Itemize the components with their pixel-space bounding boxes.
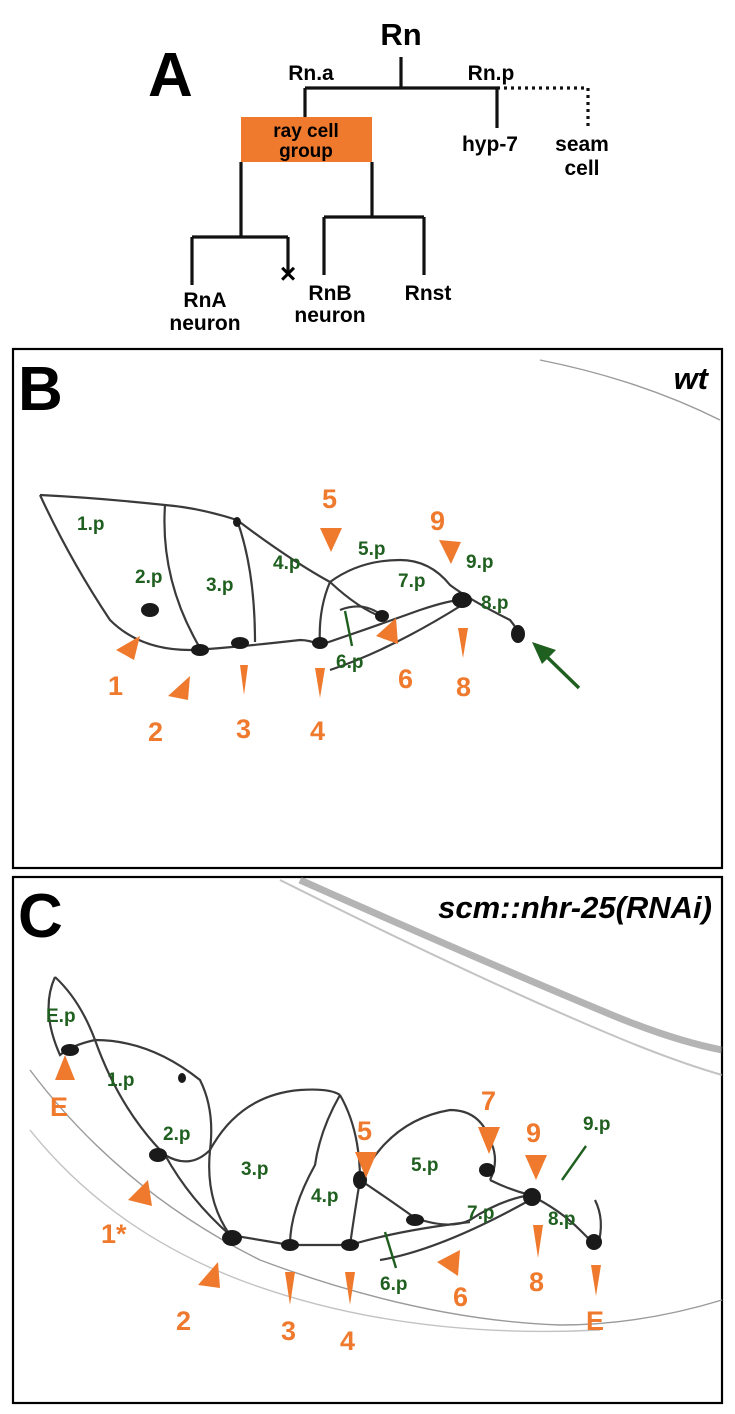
- rna-neuron-line1: RnA: [183, 289, 226, 312]
- cell-9p-pointer: [561, 1145, 587, 1181]
- ray-arrowhead: [478, 1127, 500, 1154]
- ray-label: 2: [148, 717, 163, 747]
- ray-arrowhead: [355, 1152, 377, 1178]
- rnb-neuron-line1: RnB: [308, 282, 351, 305]
- panel-b-green-arrow: [532, 642, 581, 690]
- cell-label: 1.p: [107, 1070, 134, 1091]
- panel-b-ray-labels: 1 2 3 4 5 6 8 9: [108, 484, 471, 747]
- ray-label: 5: [322, 484, 337, 514]
- ray-label: 6: [398, 664, 413, 694]
- ray-label: 4: [340, 1326, 355, 1356]
- cell-label: E.p: [46, 1006, 76, 1027]
- ray-arrowhead: [116, 636, 140, 660]
- lineage-tree-lines: [190, 57, 590, 285]
- ray-cell-group-box: [241, 117, 372, 162]
- ray-arrowhead: [315, 668, 325, 698]
- ray-arrowhead: [320, 528, 342, 552]
- panel-b-arrowheads: [116, 528, 468, 700]
- cell-label: 3.p: [206, 575, 233, 596]
- cell-label: 4.p: [273, 553, 300, 574]
- ray-label: 1*: [101, 1219, 127, 1249]
- ray-arrowhead: [198, 1262, 220, 1288]
- cell-label: 9.p: [583, 1114, 610, 1135]
- rnst-label: Rnst: [405, 282, 452, 305]
- cell-label: 6.p: [336, 652, 363, 673]
- ray-label: 5: [357, 1116, 372, 1146]
- cell-label: 1.p: [77, 514, 104, 535]
- panel-c-letter: C: [18, 882, 63, 951]
- ray-arrowhead: [345, 1272, 355, 1305]
- ray-label: 4: [310, 716, 325, 746]
- ray-arrowhead: [591, 1265, 601, 1296]
- cell-label: 2.p: [163, 1124, 190, 1145]
- panel-b-cell-labels: 1.p 2.p 3.p 4.p 5.p 6.p 7.p 8.p 9.p: [77, 514, 508, 673]
- rnp-branch-label: Rn.p: [468, 62, 515, 85]
- ray-label: 2: [176, 1306, 191, 1336]
- ray-label: 8: [456, 672, 471, 702]
- rnb-neuron-line2: neuron: [294, 304, 365, 327]
- ray-label: 3: [281, 1316, 296, 1346]
- cell-6p-pointer: [343, 610, 354, 647]
- hyp7-label: hyp-7: [462, 133, 518, 156]
- panel-c-cell-labels: E.p 1.p 2.p 3.p 4.p 5.p 6.p 7.p 8.p 9.p: [46, 1006, 610, 1295]
- rna-neuron-line2: neuron: [169, 312, 240, 335]
- panel-c-nuclei: [61, 1044, 602, 1251]
- ray-label: 3: [236, 714, 251, 744]
- panel-c-ray-labels: E 1* 2 3 4 5 6 7 8 9 E: [50, 1086, 604, 1356]
- cell-label: 5.p: [411, 1155, 438, 1176]
- ray-arrowhead: [533, 1225, 543, 1258]
- panel-b: B wt: [11, 347, 724, 870]
- cell-label: 8.p: [481, 593, 508, 614]
- ray-cell-group-line2: group: [279, 141, 333, 162]
- ray-arrowhead: [437, 1250, 460, 1276]
- panel-a: A ray cell group Rn Rn.a Rn.p hyp-7 seam…: [148, 17, 609, 335]
- cell-label: 9.p: [466, 552, 493, 573]
- ray-arrowhead: [128, 1180, 152, 1206]
- ray-label: 7: [481, 1086, 496, 1116]
- ray-label: 9: [430, 506, 445, 536]
- cell-label: 4.p: [311, 1186, 338, 1207]
- root-label: Rn: [380, 17, 421, 52]
- panel-b-background-edge: [539, 359, 721, 421]
- ray-label: 9: [526, 1118, 541, 1148]
- cell-label: 3.p: [241, 1159, 268, 1180]
- seam-label-line2: cell: [564, 157, 599, 180]
- ray-label: E: [50, 1092, 68, 1122]
- panel-c: C scm::nhr-25(RNAi): [11, 875, 724, 1405]
- ray-arrowhead: [376, 618, 398, 644]
- ray-label: 6: [453, 1282, 468, 1312]
- cell-label: 5.p: [358, 539, 385, 560]
- ray-arrowhead: [285, 1272, 295, 1305]
- ray-arrowhead: [55, 1055, 75, 1080]
- panel-c-genotype: scm::nhr-25(RNAi): [438, 890, 712, 925]
- ray-arrowhead: [439, 540, 461, 564]
- panel-c-arrowheads: [55, 1055, 601, 1305]
- ray-arrowhead: [458, 628, 468, 658]
- seam-label-line1: seam: [555, 133, 609, 156]
- panel-b-nuclei: [141, 517, 525, 656]
- panel-c-background-edges: [29, 876, 723, 1333]
- ray-arrowhead: [168, 676, 190, 700]
- ray-label: E: [586, 1306, 604, 1336]
- panel-b-genotype: wt: [674, 361, 710, 396]
- cell-6p-pointer: [383, 1231, 398, 1269]
- ray-cell-group-line1: ray cell: [273, 121, 339, 142]
- ray-label: 8: [529, 1267, 544, 1297]
- cell-label: 6.p: [380, 1274, 407, 1295]
- cell-label: 7.p: [398, 571, 425, 592]
- cell-label: 8.p: [548, 1209, 575, 1230]
- ray-arrowhead: [525, 1155, 547, 1180]
- rna-branch-label: Rn.a: [288, 62, 334, 85]
- panel-b-membranes: [39, 493, 522, 672]
- ray-label: 1: [108, 671, 123, 701]
- panel-a-letter: A: [148, 41, 193, 110]
- cell-death-mark: ×: [280, 258, 296, 289]
- ray-arrowhead: [240, 665, 248, 695]
- cell-label: 2.p: [135, 567, 162, 588]
- cell-label: 7.p: [467, 1203, 494, 1224]
- panel-b-letter: B: [18, 355, 63, 424]
